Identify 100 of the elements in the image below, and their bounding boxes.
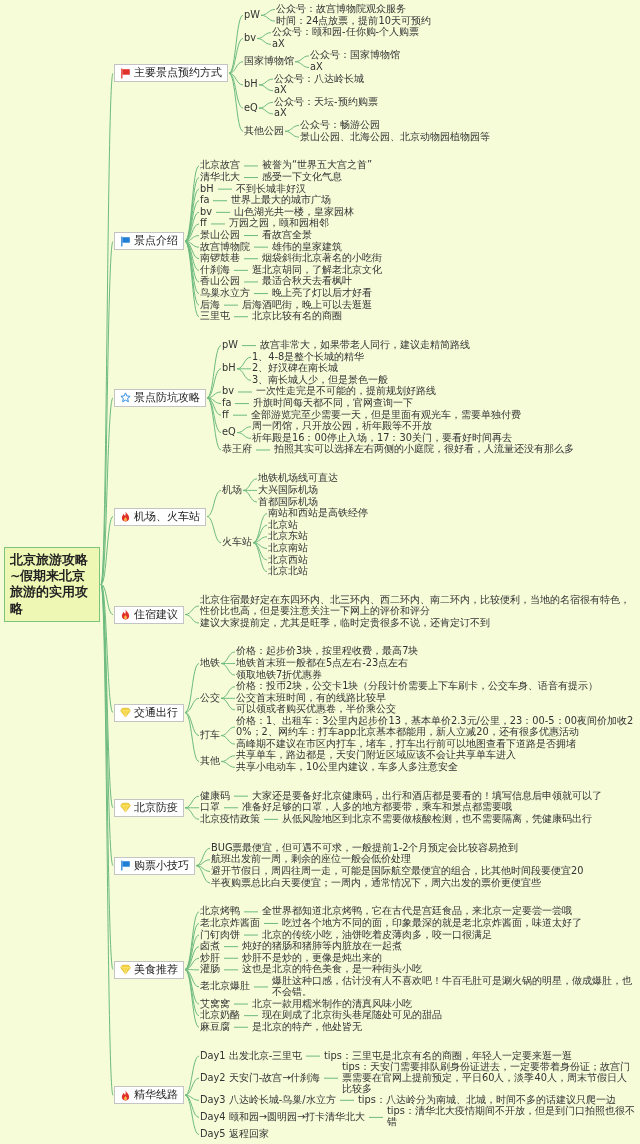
connector-line — [236, 368, 252, 370]
topic-label: 购票小技巧 — [134, 859, 189, 872]
note-text: 北京的传统小吃，油饼吃着皮薄肉多，咬一口很满足 — [262, 929, 492, 941]
connector-line — [215, 211, 231, 213]
connector-line — [236, 368, 252, 381]
connector-line — [206, 368, 222, 399]
connector-line — [223, 304, 239, 306]
connector-line — [184, 235, 200, 242]
note-text: 雄伟的皇家建筑 — [272, 241, 342, 253]
connector-line — [184, 712, 200, 762]
topic-box — [114, 388, 206, 407]
branch-label: Day2 天安门-故宫→什刹海 — [200, 1072, 321, 1084]
connector-line — [184, 223, 200, 242]
connector-line — [100, 583, 114, 713]
connector-line — [223, 807, 239, 809]
branch-label: Day1 出发北京-三里屯 — [200, 1050, 303, 1062]
connector-line — [233, 1003, 249, 1005]
connector-line — [294, 61, 310, 68]
note-text: 地铁首末班一般都在5点左右-23点左右 — [236, 658, 409, 669]
note-text: 炖好的猪肠和猪肺等内脏放在一起煮 — [242, 941, 402, 952]
connector-line — [232, 414, 248, 416]
note-text: 看故宫全景 — [262, 230, 312, 241]
connector-line — [243, 911, 259, 913]
note-text: 北京西站 — [268, 554, 308, 566]
note-text: 共享单车，路边都是，天安门附近区域应该不会让共享单车进入 — [236, 750, 516, 761]
connector-line — [184, 614, 200, 624]
note-text: 南站和西站是高铁经停 — [268, 508, 368, 519]
note-text: 大兴国际机场 — [258, 484, 318, 496]
connector-line — [220, 663, 236, 676]
connector-line — [184, 795, 200, 809]
connector-line — [184, 1077, 200, 1096]
connector-line — [206, 489, 222, 518]
branch-label: 其他公园 — [244, 125, 284, 137]
note-text: 公众号：故宫博物院观众服务 — [276, 4, 406, 15]
note-text: 这也是北京的特色美食，是一种街头小吃 — [242, 964, 422, 976]
connector-line — [256, 38, 272, 45]
branch-label: eQ — [244, 102, 258, 114]
branch-label: 香山公园 — [200, 276, 240, 288]
connector-line — [368, 1116, 384, 1118]
note-text: 2、好汉碑在南长城 — [252, 363, 339, 375]
note-text: 公众号：畅游公园 — [300, 120, 380, 131]
note-text: 价格：投币2块，公交卡1块（分段计价需要上下车刷卡，公交车身、语音有提示） — [236, 681, 599, 692]
connector-line — [252, 542, 268, 573]
note-text: 感受一下文化气息 — [262, 172, 342, 183]
connector-line — [220, 761, 236, 768]
topic-label: 景点防坑攻略 — [134, 391, 200, 404]
branch-label: 健康码 — [200, 790, 230, 802]
note-text: 景山公园、北海公园、北京动物园植物园等 — [300, 131, 490, 143]
branch-label: 门钉肉饼 — [200, 929, 240, 941]
connector-line — [258, 78, 274, 86]
connector-line — [184, 946, 200, 971]
branch-label: 机场 — [222, 484, 242, 496]
note-text: 时间：24点放票，提前10天可预约 — [276, 15, 431, 27]
note-text: 最适合秋天去看枫叶 — [262, 276, 352, 288]
branch-label: 什刹海 — [200, 264, 230, 276]
connector-line — [228, 14, 244, 74]
note-text: 可以领或者购买优惠卷，半价乘公交 — [236, 704, 396, 716]
connector-line — [195, 847, 211, 867]
branch-label: Day3 八达岭长城-鸟巢/水立方 — [200, 1094, 336, 1106]
note-text: tips：三里屯是北京有名的商圈，年轻人一定要来逛一逛 — [324, 1050, 572, 1062]
connector-line — [253, 246, 269, 248]
connector-line — [236, 426, 252, 434]
connector-line — [195, 865, 211, 872]
connector-line — [223, 969, 239, 971]
connector-line — [184, 165, 200, 242]
connector-line — [195, 865, 211, 884]
note-text: 首都国际机场 — [258, 496, 318, 508]
note-text: 价格：1、出租车：3公里内起步价13，基本单价2.3元/公里，23：00-5：00夜间价加收20%；2、网约车：打车app北京基本都能用，新人立减20，还有很多优惠活动 — [236, 716, 636, 738]
topic-box — [114, 798, 184, 817]
connector-line — [195, 859, 211, 867]
topic-label: 景点介绍 — [134, 235, 178, 248]
branch-label: 麻豆腐 — [200, 1021, 230, 1033]
connector-line — [220, 651, 236, 664]
connector-line — [243, 934, 259, 936]
connector-line — [233, 316, 249, 318]
note-text: 1、4-8是整个长城的精华 — [252, 351, 365, 363]
connector-line — [263, 922, 279, 924]
connector-line — [236, 356, 252, 370]
note-text: 价格：起步价3块，按里程收费，最高7块 — [236, 646, 419, 658]
connector-line — [258, 107, 274, 115]
note-text: 公众号：颐和园-任你购-个人购票 — [272, 27, 420, 38]
note-text: 北京北站 — [268, 566, 308, 577]
connector-line — [220, 726, 236, 737]
connector-line — [284, 125, 300, 132]
note-text: Day5 返程回家 — [200, 1129, 269, 1140]
note-text: 北京一款用糯米制作的清真风味小吃 — [252, 998, 412, 1010]
connector-line — [233, 1026, 249, 1028]
branch-label: 其他 — [200, 756, 220, 767]
note-text: 北京住宿最好定在东四环内、北三环内、西二环内、南二环内，比较便利，当地的名宿很有特色，性价比也高，但是要注意关注一下网上的评价和评分 — [200, 594, 636, 617]
branch-label: 火车站 — [222, 537, 252, 548]
connector-line — [236, 432, 252, 439]
connector-line — [206, 397, 222, 405]
branch-label: Day4 颐和园→圆明园→打卡清华北大 — [200, 1111, 366, 1123]
connector-line — [184, 969, 200, 1028]
topic-label: 北京防疫 — [134, 801, 178, 814]
branch-label: bv — [222, 386, 235, 398]
connector-line — [228, 61, 244, 74]
connector-line — [184, 697, 200, 713]
branch-label: 北京故宫 — [200, 160, 240, 172]
connector-line — [228, 72, 244, 86]
